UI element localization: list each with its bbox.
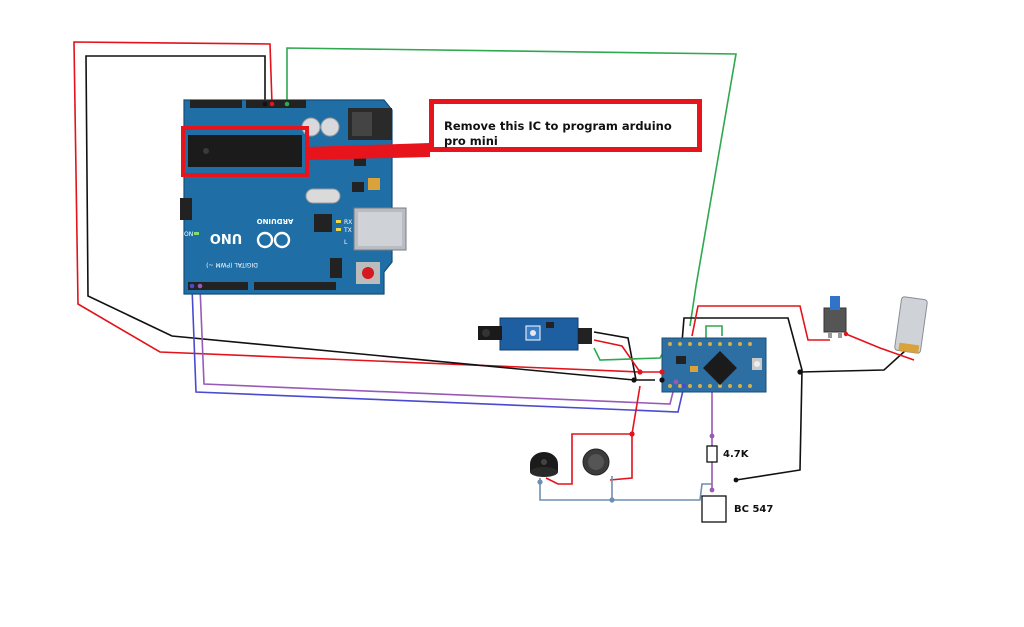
wire-joints	[537, 369, 803, 503]
uno-l-label: L	[344, 239, 348, 246]
vibration-motor	[582, 448, 610, 476]
uno-tx-label: TX	[343, 227, 352, 234]
wire-motor-red	[609, 434, 633, 481]
push-switch	[823, 296, 849, 338]
uno-on-label: ON	[184, 231, 193, 238]
arduino-uno-board: UNO ARDUINO DIGITAL (PWM ~) TX RX ON L	[180, 99, 407, 295]
transistor	[701, 495, 727, 523]
buzzer	[530, 452, 558, 477]
uno-rx-label: RX	[344, 219, 352, 226]
annotation-pointer	[307, 143, 430, 160]
resistor-value-label: 4.7K	[723, 449, 749, 460]
wire-green-reset	[286, 47, 737, 327]
wire-header-green	[705, 325, 723, 340]
arduino-pro-mini-board	[659, 337, 767, 393]
wire-buzzer-red	[545, 385, 641, 485]
transistor-name-label: BC 547	[734, 504, 774, 515]
wire-blue-rx	[191, 286, 685, 413]
wire-header-black	[681, 317, 803, 481]
resistor	[706, 445, 718, 463]
wire-battery-black	[799, 349, 907, 373]
wire-header-red	[691, 305, 830, 341]
wire-sensor-black	[593, 331, 637, 381]
uno-logo-text: UNO	[210, 230, 243, 245]
wire-battery-red	[845, 333, 915, 361]
wire-ground-steel	[539, 478, 712, 501]
annotation-box: Remove this IC to program arduino pro mi…	[429, 99, 702, 152]
uno-digital-label: DIGITAL (PWM ~)	[206, 261, 258, 268]
uno-brand-text: ARDUINO	[257, 217, 294, 225]
lipo-battery	[894, 296, 928, 354]
ir-sensor-module	[478, 317, 592, 351]
annotation-text: Remove this IC to program arduino pro mi…	[444, 119, 672, 148]
arduino-logo-icon	[256, 231, 291, 249]
wire-sensor-red	[593, 339, 641, 373]
